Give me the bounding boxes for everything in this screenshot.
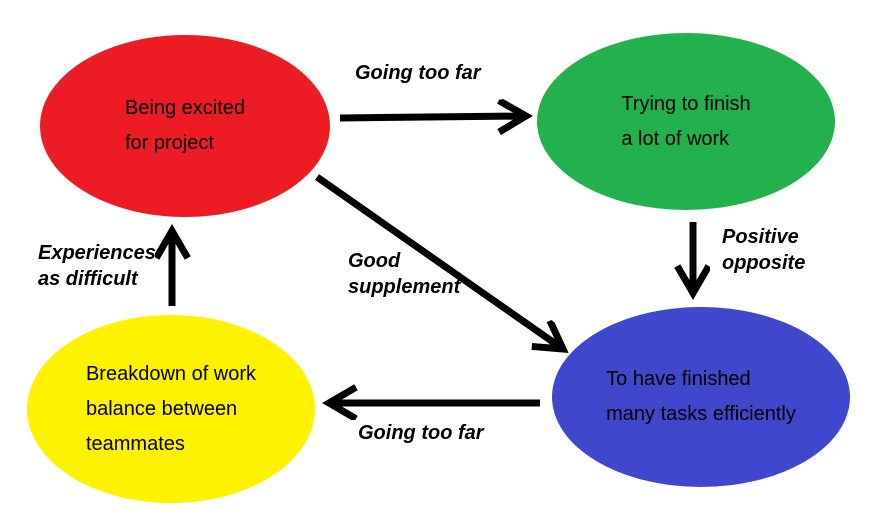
node-finished-tasks: To have finished many tasks efficiently <box>552 307 850 487</box>
node-trying-finish-label: Trying to finish a lot of work <box>621 92 751 150</box>
node-finished-tasks-label: To have finished many tasks efficiently <box>606 368 796 425</box>
edge-label-going-too-far-bottom: Going too far <box>358 422 484 444</box>
node-trying-finish: Trying to finish a lot of work <box>537 33 835 210</box>
node-being-excited-label: Being excited for project <box>124 97 246 154</box>
edge-label-positive-opposite: Positive opposite <box>722 226 806 274</box>
edge-label-good-supplement: Good supplement <box>348 250 461 298</box>
arrow-red-to-green <box>339 116 526 118</box>
node-breakdown-label: Breakdown of work balance between teamma… <box>85 362 257 455</box>
arrow-red-to-blue <box>314 174 563 349</box>
edge-label-going-too-far-top: Going too far <box>355 62 481 84</box>
edge-label-experiences-as-difficult: Experiences as difficult <box>38 242 156 290</box>
node-being-excited: Being excited for project <box>40 35 330 217</box>
node-breakdown: Breakdown of work balance between teamma… <box>27 315 315 503</box>
